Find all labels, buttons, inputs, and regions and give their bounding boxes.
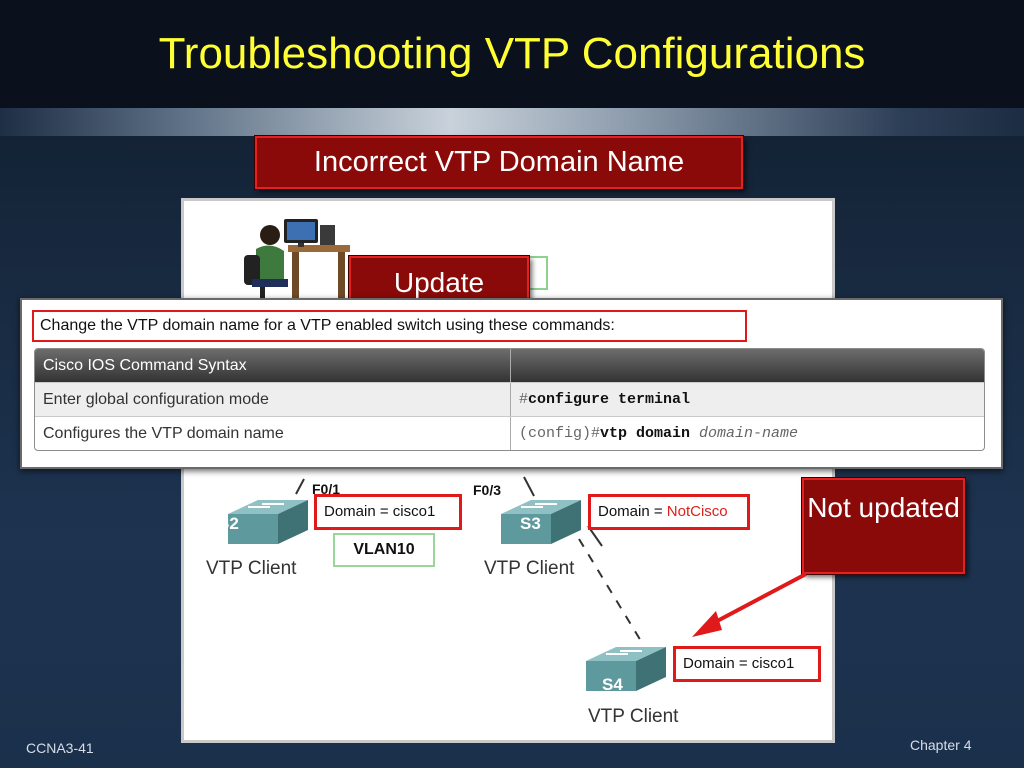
port-label: F0/1 (312, 481, 341, 497)
switch-role: VTP Client (588, 706, 679, 727)
switch-role: VTP Client (206, 558, 297, 579)
subtitle-label: Incorrect VTP Domain Name (254, 135, 744, 190)
title-bar (0, 0, 1024, 108)
switch-icon (228, 500, 308, 544)
domain-box: Domain = cisco1 (673, 646, 821, 682)
switch-role: VTP Client (484, 558, 575, 579)
command-panel: Change the VTP domain name for a VTP ena… (20, 298, 1003, 469)
switch-icon (501, 500, 581, 544)
domain-box: Domain = cisco1 (314, 494, 462, 530)
domain-value: NotCisco (666, 503, 728, 520)
table-cell-description: Configures the VTP domain name (35, 417, 511, 450)
switch-name: S3 (520, 514, 541, 533)
command-table: Cisco IOS Command Syntax Enter global co… (34, 348, 985, 451)
table-cell-command: #configure terminal (511, 383, 984, 416)
table-row: Configures the VTP domain name (config)#… (35, 416, 984, 450)
title-divider (0, 108, 1024, 136)
domain-prefix: Domain = (683, 655, 752, 672)
person-at-computer-icon (244, 219, 350, 305)
domain-prefix: Domain = (598, 503, 667, 520)
domain-box: Domain = NotCisco (588, 494, 750, 530)
table-cell-description: Enter global configuration mode (35, 383, 511, 416)
table-cell-command: (config)#vtp domain domain-name (511, 417, 984, 450)
command-prompt: (config)# (519, 425, 601, 442)
table-header-cell: Cisco IOS Command Syntax (35, 349, 511, 382)
footer-right: Chapter 4 (910, 737, 972, 753)
command-argument: domain-name (699, 425, 799, 442)
page-title: Troubleshooting VTP Configurations (158, 29, 866, 78)
port-label: F0/3 (473, 482, 502, 498)
table-header-row: Cisco IOS Command Syntax (35, 349, 984, 382)
vlan-label: VLAN10 (333, 533, 435, 567)
switch-name: S4 (602, 675, 623, 694)
table-row: Enter global configuration mode #configu… (35, 382, 984, 416)
command-keyword: vtp domain (600, 425, 691, 442)
not-updated-label: Not updated (801, 477, 966, 575)
switch-icon (586, 647, 666, 691)
switch-name: S2 (218, 514, 239, 533)
domain-value: cisco1 (392, 503, 436, 520)
domain-prefix: Domain = (324, 503, 393, 520)
domain-value: cisco1 (751, 655, 795, 672)
footer-left: CCNA3-41 (26, 740, 94, 756)
command-prompt: # (519, 391, 529, 408)
command-keyword: configure terminal (528, 391, 691, 408)
command-panel-heading: Change the VTP domain name for a VTP ena… (32, 310, 747, 342)
